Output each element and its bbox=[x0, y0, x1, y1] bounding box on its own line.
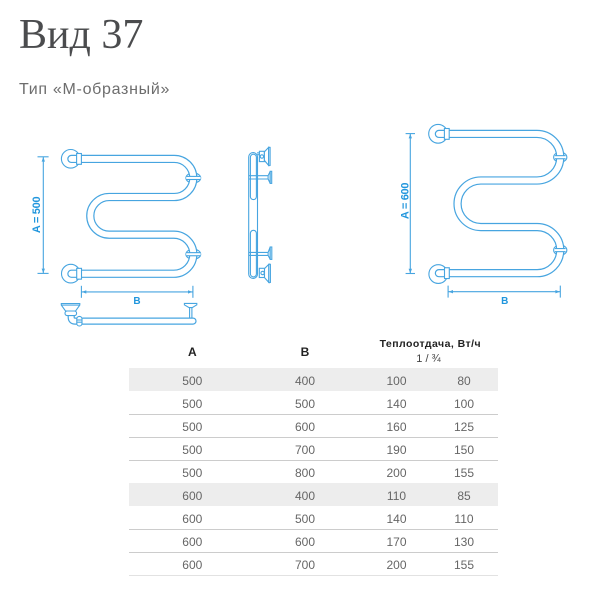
svg-text:B: B bbox=[501, 296, 508, 307]
svg-text:A = 500: A = 500 bbox=[31, 197, 43, 234]
svg-text:A = 600: A = 600 bbox=[399, 183, 411, 220]
svg-text:B: B bbox=[133, 296, 140, 307]
